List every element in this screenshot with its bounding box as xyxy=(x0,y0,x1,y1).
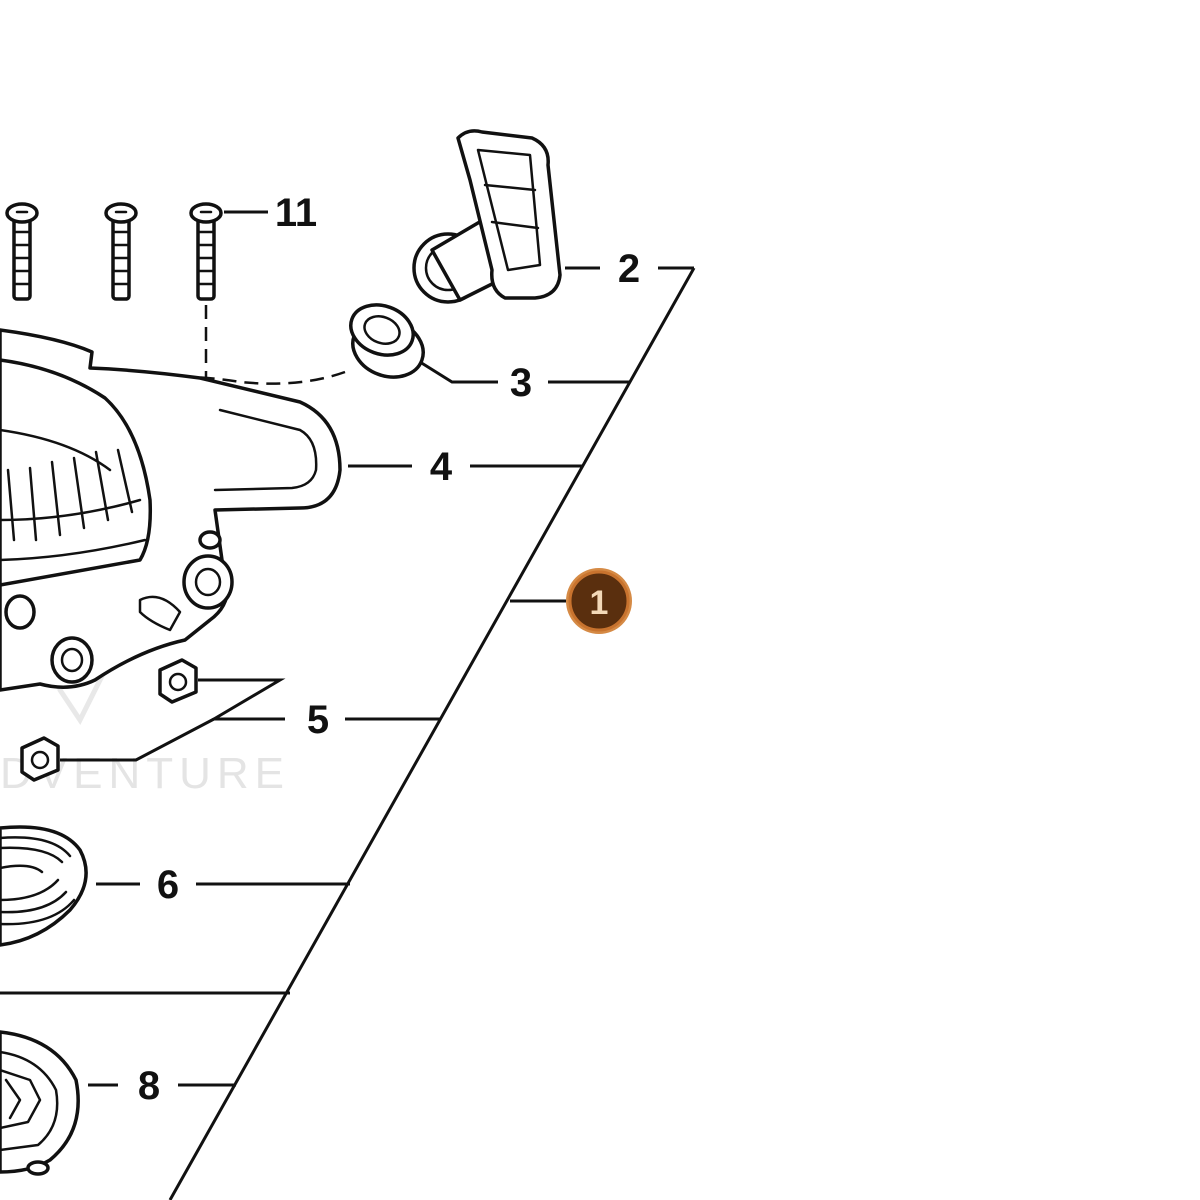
callout-2: 2 xyxy=(618,247,640,291)
screw-part[interactable] xyxy=(104,202,138,301)
spring-part[interactable] xyxy=(0,825,88,947)
callout-1: 1 xyxy=(590,584,609,622)
callout-11: 11 xyxy=(275,191,317,235)
screw-part[interactable] xyxy=(189,202,223,301)
nut-part[interactable] xyxy=(20,736,60,782)
nut-part[interactable] xyxy=(158,658,198,704)
callout-badge-1[interactable]: 1 xyxy=(566,568,632,634)
rope-pulley-part[interactable] xyxy=(0,1030,80,1176)
rope-guide-line xyxy=(109,370,346,385)
bushing-part[interactable] xyxy=(344,297,432,387)
callout-5: 5 xyxy=(307,698,329,742)
callout-4: 4 xyxy=(430,445,453,489)
starter-handle-part[interactable] xyxy=(412,129,562,304)
leader-lines xyxy=(0,210,696,1200)
callout-3: 3 xyxy=(510,361,532,405)
callout-6: 6 xyxy=(157,863,179,907)
callout-8: 8 xyxy=(138,1064,160,1108)
screw-part[interactable] xyxy=(5,202,39,301)
starter-housing-part[interactable] xyxy=(0,328,342,692)
